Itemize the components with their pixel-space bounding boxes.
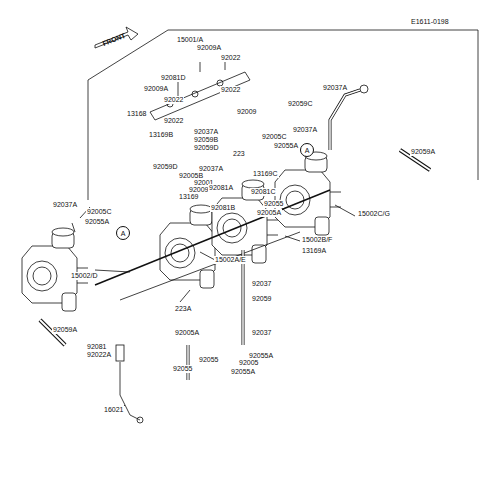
callout-number: 92055A — [230, 368, 256, 376]
drawing-number: E1611-0198 — [410, 18, 450, 26]
front-label: FRONT — [100, 31, 127, 48]
callout-number: 92081B — [210, 204, 236, 212]
callout-number: 223A — [174, 305, 192, 313]
callout-number: 92055 — [263, 200, 284, 208]
callout-number: 92059 — [251, 295, 272, 303]
callout-number: 92059D — [193, 144, 220, 152]
callout-number: 92022A — [86, 351, 112, 359]
callout-number: 92009 — [236, 108, 257, 116]
callout-number: 15002C/G — [357, 210, 391, 218]
callout-number: 92081A — [208, 184, 234, 192]
callout-number: 92055A — [273, 142, 299, 150]
callout-number: 16021 — [103, 406, 124, 414]
callout-number: 13169A — [301, 247, 327, 255]
callout-number: 92005A — [174, 329, 200, 337]
reference-letter: A — [305, 147, 310, 154]
callout-number: 92005C — [261, 133, 288, 141]
callout-number: 92037A — [193, 128, 219, 136]
callout-number: 92037A — [292, 126, 318, 134]
callout-number: 92055 — [198, 356, 219, 364]
callout-number: 92059D — [152, 163, 179, 171]
callout-number: 92022 — [163, 117, 184, 125]
callout-number: 92055 — [172, 365, 193, 373]
callout-number: 15001/A — [176, 36, 204, 44]
callout-number: 92081C — [250, 188, 277, 196]
callout-number: 92005 — [238, 359, 259, 367]
callout-number: 92037 — [251, 329, 272, 337]
reference-circle: A — [116, 226, 130, 240]
callout-number: 92055A — [84, 218, 110, 226]
callout-number: 13169B — [148, 131, 174, 139]
callout-number: 92059A — [410, 148, 436, 156]
callout-number: 15002B/F — [301, 236, 333, 244]
callout-number: 15002/D — [70, 272, 98, 280]
callout-number: 13168 — [126, 110, 147, 118]
callout-number: 92059A — [52, 326, 78, 334]
callout-number: 92005A — [256, 209, 282, 217]
callout-number: 13169C — [252, 170, 279, 178]
callout-number: 15002A/E — [214, 256, 247, 264]
callout-number: 92009A — [143, 85, 169, 93]
callout-number: 92059B — [193, 136, 219, 144]
callout-number: 92081D — [160, 74, 187, 82]
callout-number: 92059C — [287, 100, 314, 108]
callout-number: 92037A — [52, 201, 78, 209]
callout-number: 92037 — [251, 280, 272, 288]
callout-number: 92037A — [322, 84, 348, 92]
callout-number: 223 — [232, 150, 246, 158]
callout-number: 92022 — [163, 96, 184, 104]
callout-number: 92022 — [220, 54, 241, 62]
callout-number: 92022 — [220, 86, 241, 94]
reference-circle: A — [300, 143, 314, 157]
reference-letter: A — [121, 230, 126, 237]
callout-number: 92005C — [86, 208, 113, 216]
callout-number: 92081 — [86, 343, 107, 351]
callout-number: 92009A — [196, 44, 222, 52]
callout-number: 13169 — [178, 193, 199, 201]
